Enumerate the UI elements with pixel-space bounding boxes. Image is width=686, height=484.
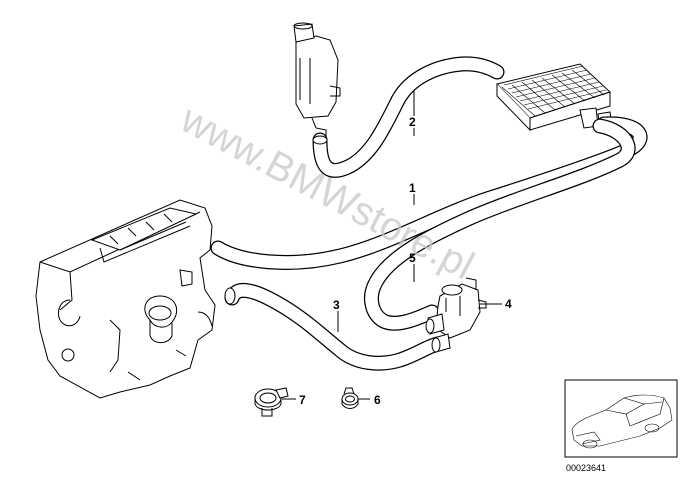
vehicle-thumbnail [564,379,678,458]
expansion-tank [293,22,341,141]
callout-5: 5 [409,251,416,265]
callout-1: 1 [409,181,416,195]
hose-clamp-7 [254,387,289,417]
hose-3 [224,283,446,371]
callout-3: 3 [333,298,340,312]
document-number: 00023641 [566,463,606,473]
hose-clamp-6 [341,387,359,409]
engine-block [35,199,216,399]
hose-1 [210,116,648,270]
car-icon [571,394,673,449]
callout-4: 4 [505,297,512,311]
callout-7: 7 [299,393,306,407]
leader-lines [282,91,502,400]
hose-5 [364,118,636,331]
callout-6: 6 [374,393,381,407]
heater-core [496,63,613,132]
water-valve [425,277,487,353]
hose-2 [312,56,505,178]
callout-2: 2 [409,115,416,129]
